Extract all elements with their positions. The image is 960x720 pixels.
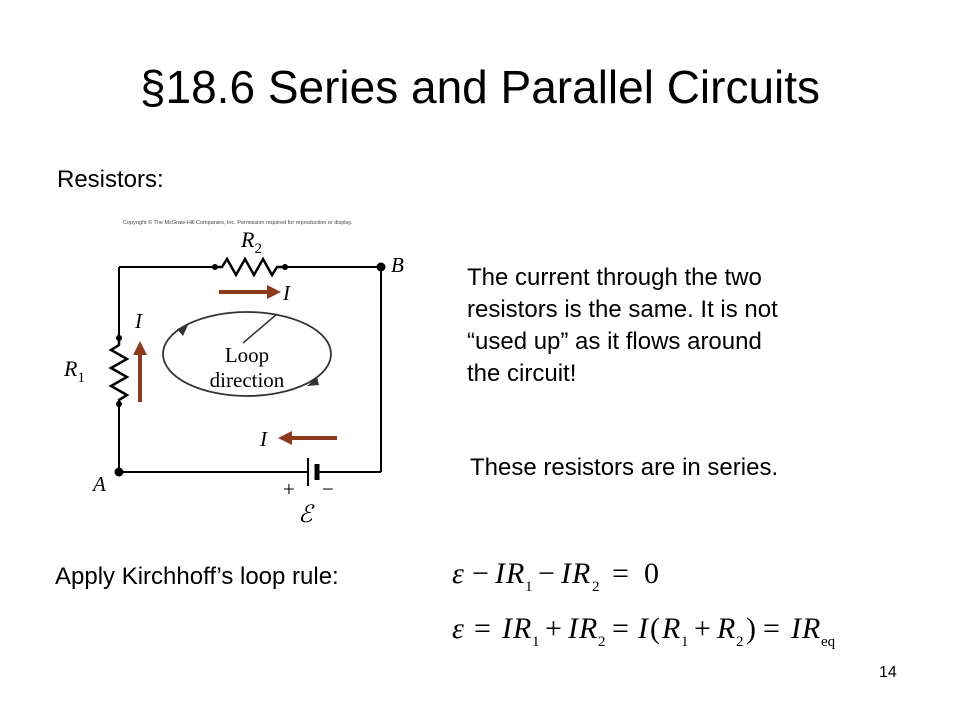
series-statement: These resistors are in series.	[470, 454, 779, 481]
series-circuit-diagram: Copyright © The McGraw-Hill Companies, I…	[63, 219, 404, 528]
paragraph-line: The current through the two	[467, 264, 762, 291]
loop-label-line1: Loop	[225, 343, 269, 367]
terminal-dot	[282, 264, 288, 270]
battery-plus-label: +	[283, 477, 295, 501]
current-label-top: I	[282, 281, 291, 305]
loop-arrowhead	[307, 377, 319, 386]
current-label-left: I	[134, 309, 143, 333]
copyright-notice: Copyright © The McGraw-Hill Companies, I…	[123, 219, 353, 226]
node-b-label: B	[391, 253, 404, 277]
loop-label-line2: direction	[210, 368, 285, 392]
terminal-dot	[212, 264, 218, 270]
loop-direction-ellipse	[162, 311, 332, 397]
current-arrow-left	[133, 341, 147, 402]
terminal-dot	[116, 401, 122, 407]
page-number: 14	[879, 664, 897, 681]
node-a-dot	[114, 467, 124, 477]
node-a-label: A	[91, 472, 106, 496]
svg-text:ε = I R 1: ε = I R 1 + I R 2 = I ( R 1 + R 2 ) = I …	[452, 612, 836, 653]
resistor-r1	[108, 335, 130, 407]
current-label-bottom: I	[259, 427, 268, 451]
r1-label: R1	[63, 356, 85, 386]
paragraph-line: resistors is the same. It is not	[467, 296, 778, 323]
circuit-wires	[118, 266, 382, 473]
current-explanation-paragraph: The current through the two resistors is…	[467, 262, 907, 390]
battery	[307, 458, 320, 486]
kirchhoff-label: Apply Kirchhoff’s loop rule:	[55, 563, 339, 590]
current-arrow-bottom	[278, 431, 337, 445]
loop-leader-line	[242, 313, 278, 344]
resistor-r2	[212, 256, 288, 278]
svg-text:ε − I R 1: ε − I R 1 − I R 2 = 0	[452, 557, 659, 598]
node-b-dot	[376, 262, 386, 272]
terminal-dot	[116, 335, 122, 341]
battery-minus-label: −	[322, 477, 334, 501]
current-arrow-top	[219, 285, 281, 299]
equivalent-resistance-equation: ε = I R 1 + I R 2 = I ( R 1 + R 2 ) = I …	[452, 612, 836, 653]
paragraph-line: the circuit!	[467, 360, 577, 387]
loop-arrowhead	[177, 325, 188, 336]
slide-title: §18.6 Series and Parallel Circuits	[139, 61, 821, 113]
resistors-subheading: Resistors:	[57, 166, 164, 193]
paragraph-line: “used up” as it flows around	[467, 328, 762, 355]
emf-label: ℰ	[298, 502, 315, 528]
r2-label: R2	[240, 227, 262, 257]
kirchhoff-equation: ε − I R 1 − I R 2 = 0	[452, 557, 659, 598]
